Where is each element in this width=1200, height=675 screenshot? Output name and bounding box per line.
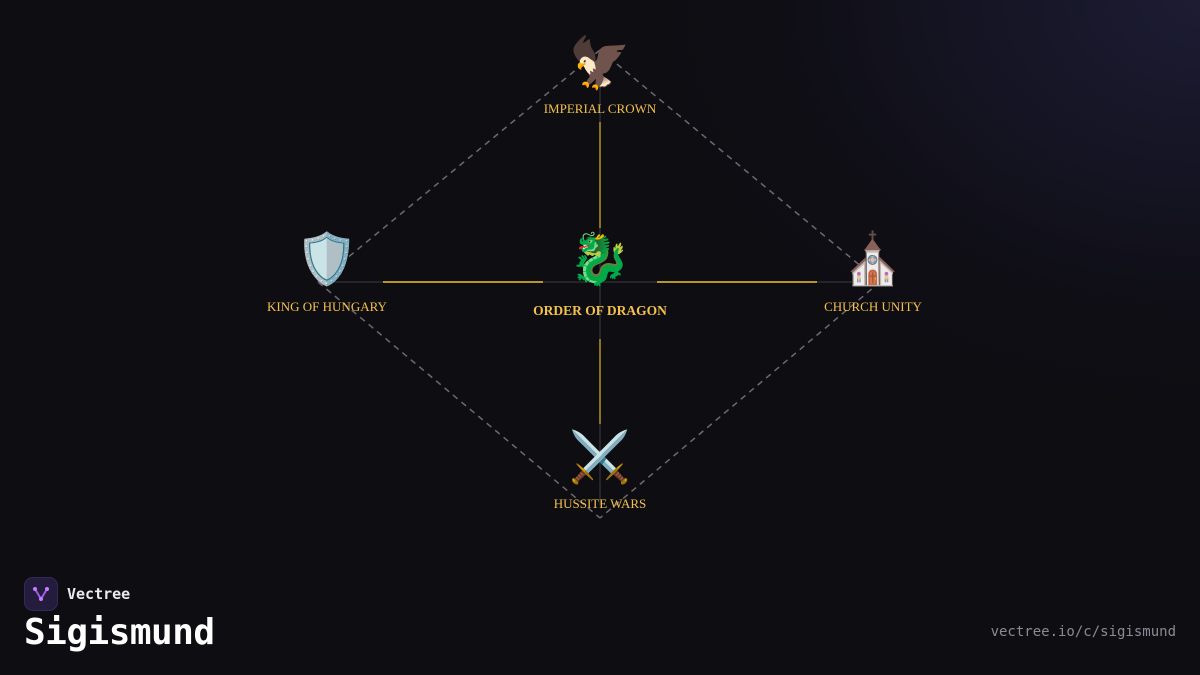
- node-label-church-unity: CHURCH UNITY: [824, 299, 922, 314]
- shield-icon: 🛡️: [296, 230, 358, 287]
- node-label-hussite-wars: HUSSITE WARS: [554, 496, 647, 511]
- brand[interactable]: Vectree: [24, 577, 130, 611]
- page-url[interactable]: vectree.io/c/sigismund: [990, 624, 1176, 640]
- brand-name: Vectree: [67, 585, 131, 603]
- church-icon: ⛪: [842, 229, 904, 287]
- node-label-king-of-hungary: KING OF HUNGARY: [267, 299, 388, 314]
- eagle-icon: 🦅: [569, 33, 631, 91]
- page-title: Sigismund: [24, 612, 215, 653]
- dashed-edge-top-left: [317, 49, 601, 283]
- vectree-logo-icon: [24, 577, 58, 611]
- node-label-imperial-crown: IMPERIAL CROWN: [544, 101, 657, 116]
- dashed-edge-top-right: [599, 49, 881, 283]
- node-label-order-of-dragon: ORDER OF DRAGON: [533, 303, 667, 318]
- crossed-swords-icon: ⚔️: [569, 428, 631, 485]
- dragon-icon: 🐉: [569, 230, 631, 287]
